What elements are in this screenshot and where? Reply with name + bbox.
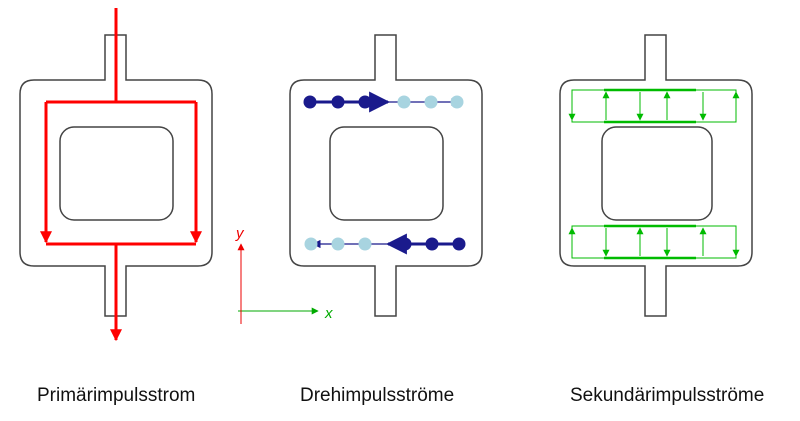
panel-sekundaer [559,34,753,317]
dot-light [304,237,318,251]
caption-dreh: Drehimpulsströme [300,385,455,406]
dot-light [397,95,411,109]
caption-primary: Primärimpulsstrom [37,385,196,406]
dot-dark [398,237,412,251]
body-outline [289,34,483,317]
panel-dreh [289,34,483,317]
body-outline [559,34,753,317]
inner-hole [59,126,174,221]
dot-light [358,237,372,251]
sek-top-group [568,88,740,124]
body-outline [19,34,213,317]
y-axis-label: y [235,225,245,242]
sek-frame [571,89,737,123]
dreh-top-row [303,91,464,113]
primary-flow [40,8,202,342]
inner-hole [601,126,713,221]
panel-primary [19,8,213,342]
sek-bottom-group [568,224,740,260]
dreh-bottom-row [304,233,466,255]
coordinate-axes: x y [235,225,333,324]
inner-hole [329,126,444,221]
caption-sekundaer: Sekundärimpulsströme [570,385,765,406]
dot-dark [331,95,345,109]
dot-light [331,237,345,251]
dot-light [424,95,438,109]
dot-dark [358,95,372,109]
sek-frame [571,225,737,259]
dot-dark [452,237,466,251]
dot-dark [303,95,317,109]
dot-light [450,95,464,109]
dot-dark [425,237,439,251]
x-axis-label: x [324,305,333,322]
